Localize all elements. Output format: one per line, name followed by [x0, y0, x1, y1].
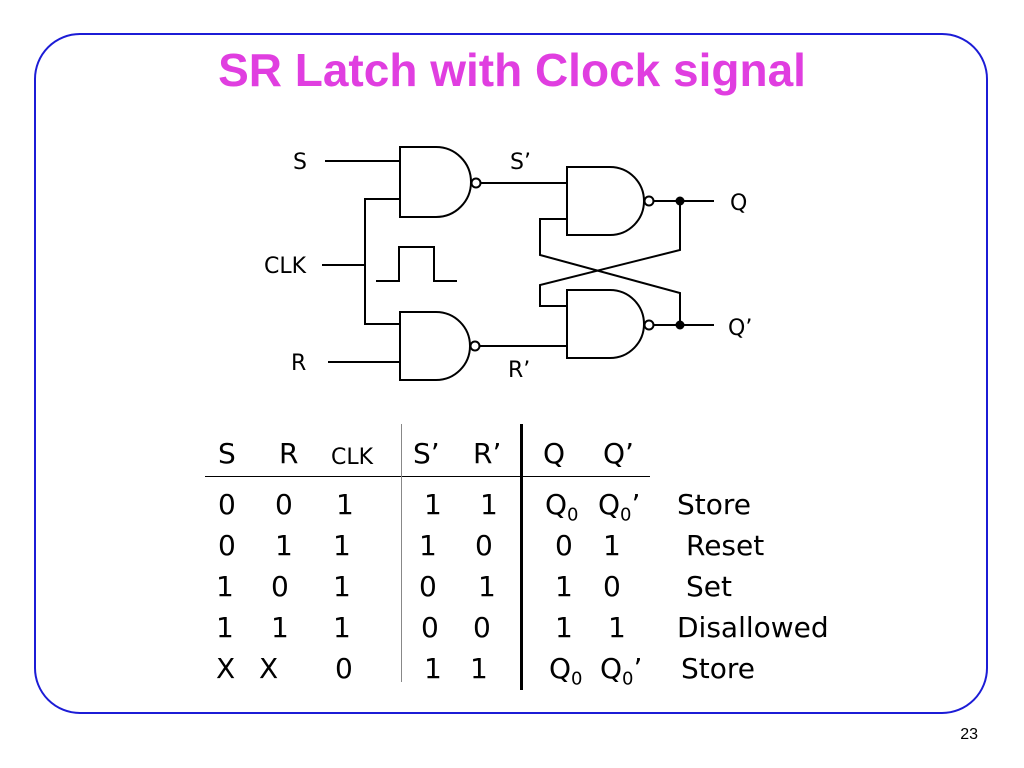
feedback-qn-to-q: [539, 218, 681, 325]
cell-q-prime: 1: [603, 529, 621, 562]
clock-pulse-icon: [376, 246, 457, 282]
header-q-prime: Q’: [603, 437, 634, 470]
label-r: R: [291, 351, 306, 376]
label-s-prime: S’: [510, 150, 531, 175]
header-s-prime: S’: [413, 437, 440, 470]
nand-gate-qn: [566, 289, 645, 359]
nand-bubble-q: [643, 195, 655, 207]
cell-r: 0: [275, 488, 293, 521]
cell-state: Store: [677, 488, 752, 521]
cell-state: Disallowed: [677, 611, 829, 644]
cell-s-prime: 1: [424, 652, 442, 685]
divider-internal-outputs: [520, 424, 523, 690]
label-r-prime: R’: [508, 358, 530, 383]
junction-dot-q: [675, 196, 685, 206]
cell-q: 1: [555, 570, 573, 603]
header-r: R: [279, 437, 299, 470]
cell-r-prime: 0: [475, 529, 493, 562]
cell-state: Set: [686, 570, 732, 603]
cell-s-prime: 1: [419, 529, 437, 562]
nand-gate-r: [399, 311, 471, 381]
label-clk: CLK: [264, 254, 307, 279]
cell-q-prime: Q0’: [600, 652, 643, 690]
cell-clk: 1: [333, 529, 351, 562]
cell-q: Q0: [545, 488, 579, 526]
cell-s: 0: [218, 529, 236, 562]
cell-s-prime: 0: [419, 570, 437, 603]
cell-q-prime: Q0’: [598, 488, 641, 526]
cell-r: 1: [275, 529, 293, 562]
nand-gate-s: [399, 146, 472, 218]
cell-q-prime: 1: [608, 611, 626, 644]
label-q: Q: [730, 191, 747, 216]
wire-clk-bus: [364, 198, 400, 325]
header-clk: CLK: [331, 445, 374, 470]
cell-r-prime: 1: [478, 570, 496, 603]
header-r-prime: R’: [473, 437, 502, 470]
cell-state: Reset: [686, 529, 765, 562]
cell-clk: 1: [336, 488, 354, 521]
cell-r-prime: 0: [473, 611, 491, 644]
cell-r: X: [259, 652, 279, 685]
cell-s: X: [216, 652, 236, 685]
cell-s-prime: 0: [421, 611, 439, 644]
cell-q: Q0: [549, 652, 583, 690]
junction-dot-qn: [675, 320, 685, 330]
header-s: S: [218, 437, 236, 470]
cell-s-prime: 1: [424, 488, 442, 521]
label-s: S: [293, 150, 307, 175]
cell-r: 0: [271, 570, 289, 603]
slide-title: SR Latch with Clock signal: [218, 44, 806, 96]
header-q: Q: [543, 437, 566, 470]
cell-q: 0: [555, 529, 573, 562]
cell-r-prime: 1: [480, 488, 498, 521]
feedback-q-to-qn: [539, 201, 681, 307]
cell-clk: 1: [333, 611, 351, 644]
cell-s: 1: [216, 570, 234, 603]
cell-s: 0: [218, 488, 236, 521]
cell-state: Store: [681, 652, 756, 685]
label-q-prime: Q’: [728, 316, 752, 341]
cell-clk: 1: [333, 570, 351, 603]
cell-q-prime: 0: [603, 570, 621, 603]
nand-bubble-s: [470, 177, 482, 189]
cell-s: 1: [216, 611, 234, 644]
nand-bubble-r: [469, 340, 481, 352]
slide-frame: [34, 33, 988, 714]
cell-r-prime: 1: [470, 652, 488, 685]
nand-bubble-qn: [643, 319, 655, 331]
divider-inputs-internal: [401, 424, 402, 682]
header-underline: [205, 476, 650, 477]
cell-q: 1: [555, 611, 573, 644]
cell-clk: 0: [335, 652, 353, 685]
nand-gate-q: [566, 166, 645, 236]
page-number: 23: [960, 726, 978, 743]
cell-r: 1: [271, 611, 289, 644]
